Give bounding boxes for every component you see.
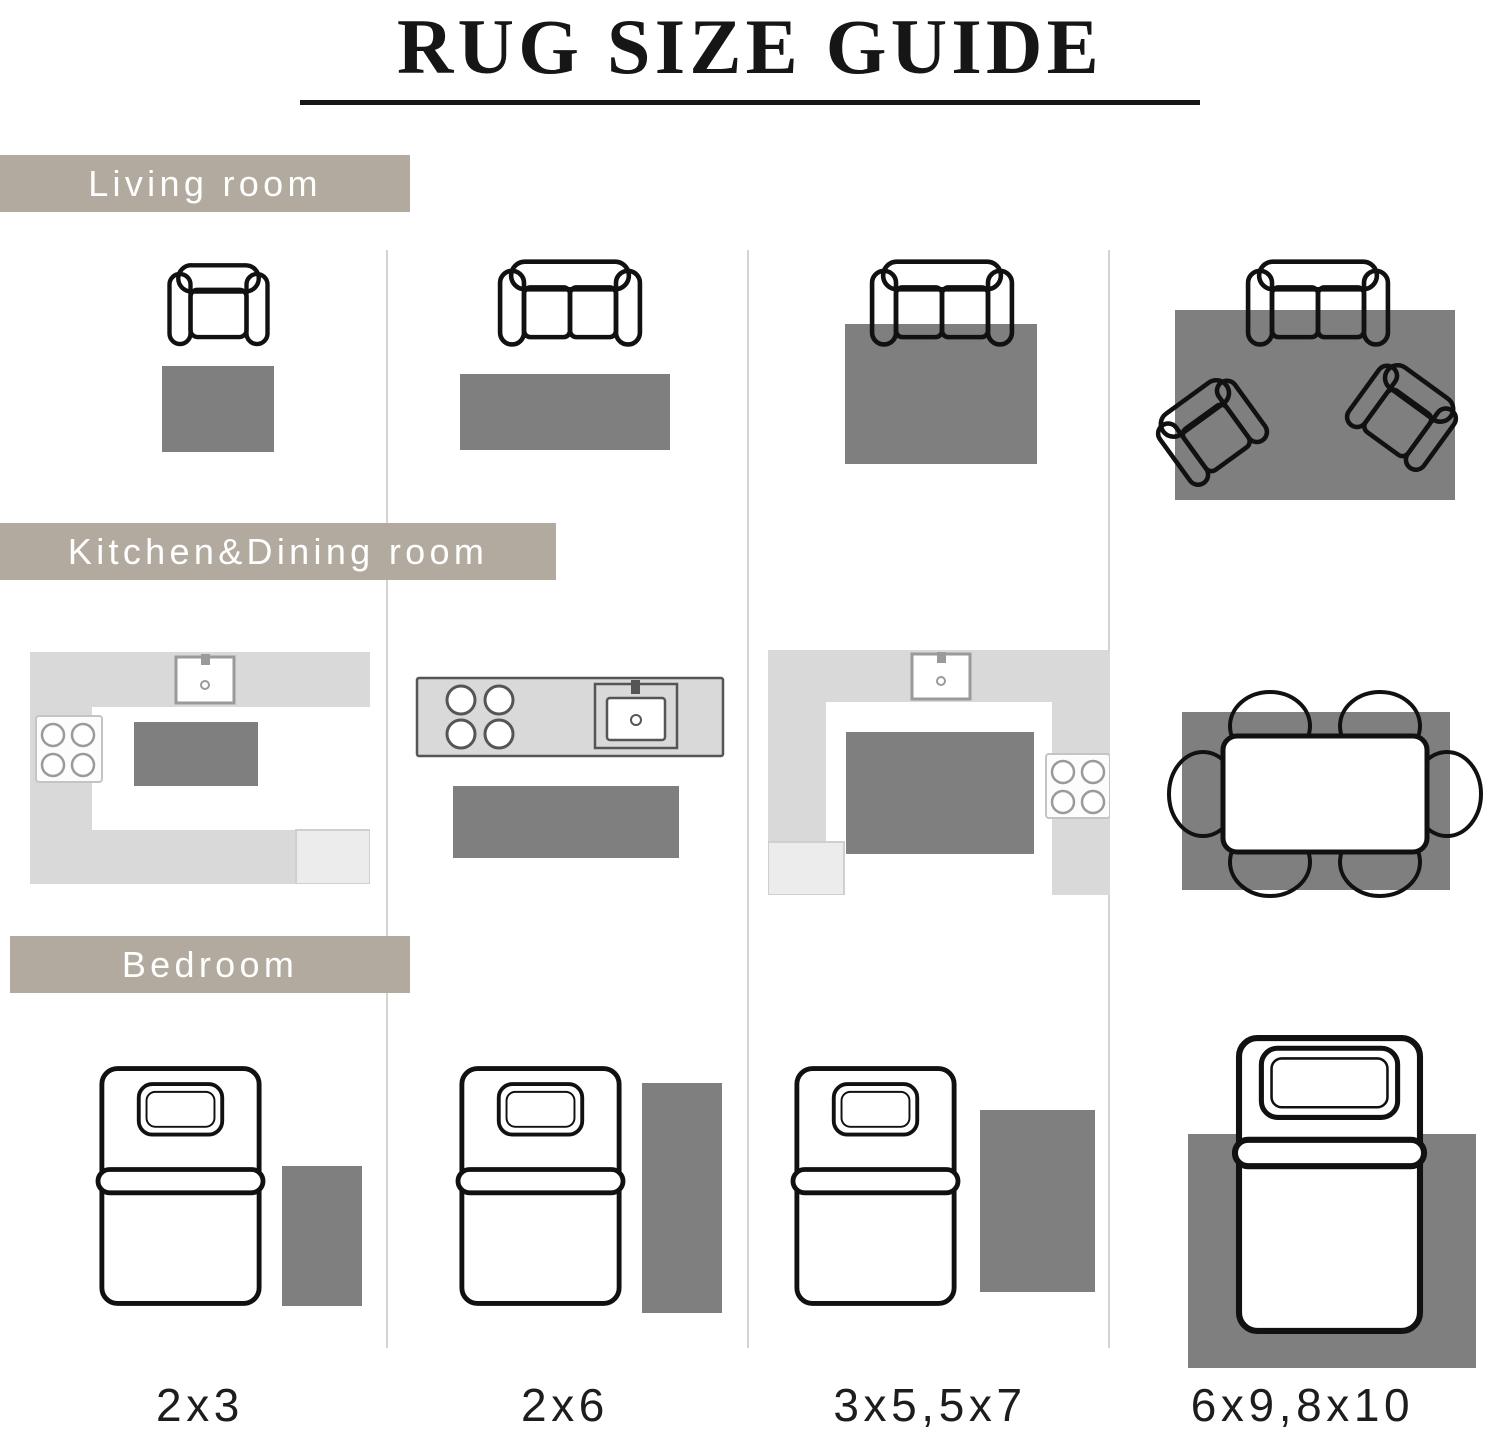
living-room-2x6-cell	[460, 258, 670, 450]
bed-icon	[98, 1069, 263, 1304]
rug-swatch	[845, 324, 1037, 464]
sofa-icon	[170, 265, 268, 344]
stove-icon	[1045, 753, 1110, 819]
bedroom-6x9-cell	[1188, 1032, 1476, 1368]
size-label-6x9-8x10: 6x9,8x10	[1190, 1379, 1415, 1431]
bedroom-2x6-cell	[450, 1058, 722, 1313]
size-label-2x6: 2x6	[521, 1379, 609, 1431]
stove-icon	[445, 684, 515, 750]
living-room-3x5-cell	[845, 258, 1037, 464]
sink-icon	[593, 680, 679, 750]
kitchen-2x3-cell	[30, 652, 370, 884]
title-underline	[300, 100, 1200, 105]
size-label-3x5-5x7: 3x5,5x7	[833, 1379, 1027, 1431]
kitchen-3x5-cell	[768, 650, 1110, 895]
rug-swatch	[162, 366, 274, 452]
rug-swatch	[642, 1083, 722, 1313]
bed-icon	[793, 1069, 958, 1304]
rug-swatch	[460, 374, 670, 450]
sink-icon	[910, 652, 972, 701]
column-divider-1	[386, 250, 388, 1348]
bedroom-3x5-cell	[785, 1058, 1095, 1318]
bed-icon	[458, 1069, 623, 1304]
page-title: RUG SIZE GUIDE	[397, 3, 1103, 90]
sofa-icon	[500, 262, 640, 345]
living-room-2x3-cell	[162, 258, 274, 452]
size-label-2x3: 2x3	[156, 1379, 244, 1431]
column-divider-2	[747, 250, 749, 1348]
section-label-living-room: Living room	[0, 155, 410, 212]
rug-swatch	[134, 722, 258, 786]
rug-swatch	[846, 732, 1034, 854]
rug-swatch	[453, 786, 679, 858]
rug-swatch	[282, 1166, 362, 1306]
section-label-kitchen-dining-room-text: Kitchen&Dining room	[67, 530, 489, 572]
section-label-living-room-text: Living room	[88, 162, 322, 204]
bed-icon	[1235, 1038, 1424, 1331]
stove-icon	[35, 715, 103, 783]
section-label-kitchen-dining-room: Kitchen&Dining room	[0, 523, 556, 580]
section-label-bedroom: Bedroom	[10, 936, 410, 993]
section-label-bedroom-text: Bedroom	[121, 943, 299, 985]
rug-swatch	[980, 1110, 1095, 1292]
kitchen-2x6-cell	[415, 676, 725, 858]
sink-icon	[174, 654, 236, 705]
living-room-6x9-cell	[1150, 258, 1460, 500]
dining-6x9-cell	[1160, 682, 1490, 907]
bedroom-2x3-cell	[90, 1058, 362, 1306]
